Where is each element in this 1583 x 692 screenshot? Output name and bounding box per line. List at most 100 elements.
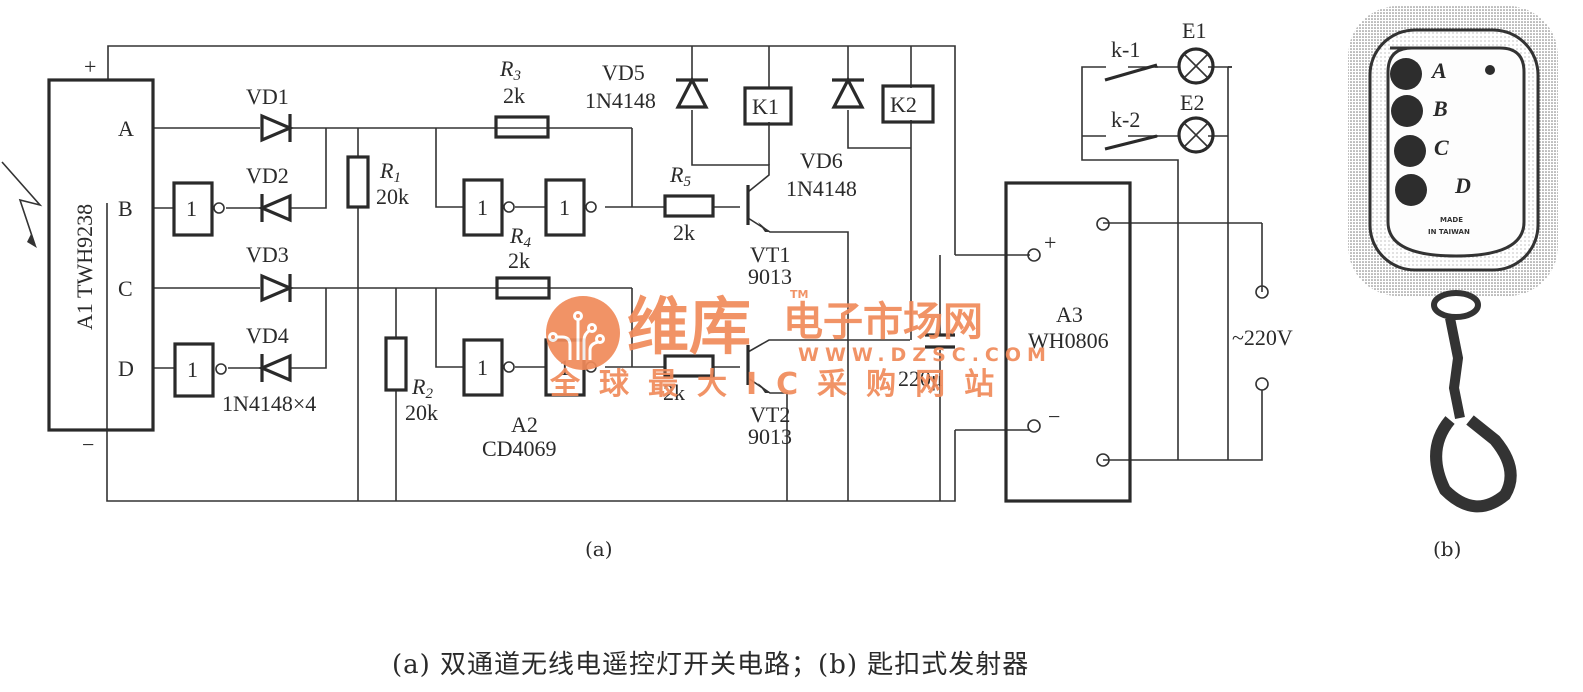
svg-text:~220V: ~220V xyxy=(1232,325,1293,350)
svg-text:VD1: VD1 xyxy=(246,84,289,109)
pin-a-label: A xyxy=(118,116,134,141)
svg-text:WH0806: WH0806 xyxy=(1028,328,1109,353)
watermark: 维库 电子市场网 TM WWW.DZSC.COM 全球最大IC采购网站 xyxy=(546,288,1052,402)
svg-text:WWW.DZSC.COM: WWW.DZSC.COM xyxy=(798,344,1052,366)
svg-text:维库: 维库 xyxy=(627,290,751,363)
subfigure-b-label: (b) xyxy=(1433,537,1462,561)
inverter-b: 1 xyxy=(172,181,225,237)
svg-text:MADE: MADE xyxy=(1440,216,1463,224)
svg-text:2k: 2k xyxy=(673,220,695,245)
svg-text:k-2: k-2 xyxy=(1111,107,1140,132)
diode-vd6: VD6 1N4148 xyxy=(786,76,865,201)
svg-text:2k: 2k xyxy=(503,83,525,108)
svg-text:电子市场网: 电子市场网 xyxy=(783,299,983,345)
pin-b-label: B xyxy=(118,196,133,221)
resistor-r5: R5 2k xyxy=(663,162,715,245)
svg-text:220μ: 220μ xyxy=(898,366,943,391)
svg-text:1: 1 xyxy=(559,195,570,220)
svg-text:A: A xyxy=(1430,58,1447,83)
receiver-module-a1: + − A B C D A1 TWH9238 xyxy=(47,54,155,457)
diode-vd2: VD2 xyxy=(246,163,292,223)
svg-text:VD5: VD5 xyxy=(602,60,645,85)
svg-text:1: 1 xyxy=(477,195,488,220)
power-module-a3: + − A3 WH0806 xyxy=(1004,181,1132,503)
lamp-e1: E1 xyxy=(1177,18,1215,85)
diode-vd4: VD4 xyxy=(246,323,292,383)
svg-text:1: 1 xyxy=(559,355,570,380)
capacitor-c: 220μ xyxy=(898,333,955,391)
switch-k2: k-2 xyxy=(1104,107,1158,151)
mains-terminals: ~220V xyxy=(1232,285,1293,391)
svg-text:R3: R3 xyxy=(499,56,521,84)
svg-text:20k: 20k xyxy=(405,400,438,425)
svg-text:1N4148: 1N4148 xyxy=(585,88,656,113)
remote-button-d xyxy=(1395,174,1427,206)
resistor-r2: R2 20k xyxy=(384,336,438,425)
svg-text:全球最大IC采购网站: 全球最大IC采购网站 xyxy=(549,367,1013,402)
remote-button-a xyxy=(1390,58,1422,90)
svg-text:IN TAIWAN: IN TAIWAN xyxy=(1428,228,1470,236)
inverter-d: 1 xyxy=(173,342,227,398)
remote-led-icon xyxy=(1485,65,1495,75)
figure-caption: (a) 双通道无线电遥控灯开关电路；(b) 匙扣式发射器 xyxy=(392,650,1030,680)
pin-c-label: C xyxy=(118,276,133,301)
remote-keyfob: A B C D MADE IN TAIWAN xyxy=(1348,6,1558,513)
inverter-a2-1: 1 xyxy=(462,178,515,237)
svg-text:TM: TM xyxy=(790,288,808,301)
svg-text:9013: 9013 xyxy=(748,424,792,449)
diode-vd5: VD5 1N4148 xyxy=(585,60,709,113)
inverter-a2-3: 1 xyxy=(462,338,515,397)
svg-text:9013: 9013 xyxy=(748,264,792,289)
remote-button-b xyxy=(1391,95,1423,127)
subfigure-a-label: (a) xyxy=(585,537,613,561)
svg-text:VT1: VT1 xyxy=(750,242,790,267)
ic-a2-part: CD4069 xyxy=(482,436,557,461)
svg-text:E2: E2 xyxy=(1180,90,1204,115)
ic-a2-ref: A2 xyxy=(511,412,538,437)
remote-button-c xyxy=(1394,135,1426,167)
relay-k2: K2 xyxy=(881,84,935,124)
svg-text:K1: K1 xyxy=(752,94,779,119)
svg-text:1: 1 xyxy=(477,355,488,380)
diode-vd1: VD1 xyxy=(246,84,295,143)
antenna-signal-icon xyxy=(1,161,43,248)
svg-text:1: 1 xyxy=(186,196,197,221)
transistor-vt1: VT1 9013 xyxy=(746,185,792,289)
diode-note: 1N4148×4 xyxy=(222,391,316,416)
svg-text:20k: 20k xyxy=(376,184,409,209)
resistor-r4: R4 2k xyxy=(495,223,551,300)
svg-text:2k: 2k xyxy=(508,248,530,273)
svg-text:R1: R1 xyxy=(379,158,401,186)
svg-text:K2: K2 xyxy=(890,92,917,117)
svg-text:+: + xyxy=(1044,230,1056,255)
watermark-logo-icon xyxy=(546,296,620,370)
svg-text:R2: R2 xyxy=(411,374,433,402)
receiver-label: A1 TWH9238 xyxy=(72,204,97,330)
svg-text:VD6: VD6 xyxy=(800,148,843,173)
svg-text:E1: E1 xyxy=(1182,18,1206,43)
inverter-a2-2: 1 xyxy=(544,178,597,237)
minus-terminal-label: − xyxy=(82,432,94,457)
svg-text:R5: R5 xyxy=(669,162,691,190)
plus-terminal-label: + xyxy=(84,54,96,79)
resistor-r3: R3 2k xyxy=(494,56,550,139)
pin-d-label: D xyxy=(118,356,134,381)
svg-text:1: 1 xyxy=(187,357,198,382)
svg-text:B: B xyxy=(1432,96,1448,121)
switch-k1: k-1 xyxy=(1104,37,1158,82)
svg-text:C: C xyxy=(1434,135,1449,160)
svg-text:VD2: VD2 xyxy=(246,163,289,188)
svg-text:D: D xyxy=(1454,173,1471,198)
svg-text:1N4148: 1N4148 xyxy=(786,176,857,201)
wires xyxy=(106,45,1263,502)
resistor-r1: R1 20k xyxy=(346,155,409,209)
svg-text:VD3: VD3 xyxy=(246,242,289,267)
resistor-r6: 2k xyxy=(663,354,715,405)
svg-text:2k: 2k xyxy=(663,380,685,405)
diode-vd3: VD3 xyxy=(246,242,295,303)
svg-text:VD4: VD4 xyxy=(246,323,289,348)
relay-k1: K1 xyxy=(743,86,793,126)
svg-text:A3: A3 xyxy=(1056,302,1083,327)
lamp-e2: E2 xyxy=(1177,90,1215,154)
